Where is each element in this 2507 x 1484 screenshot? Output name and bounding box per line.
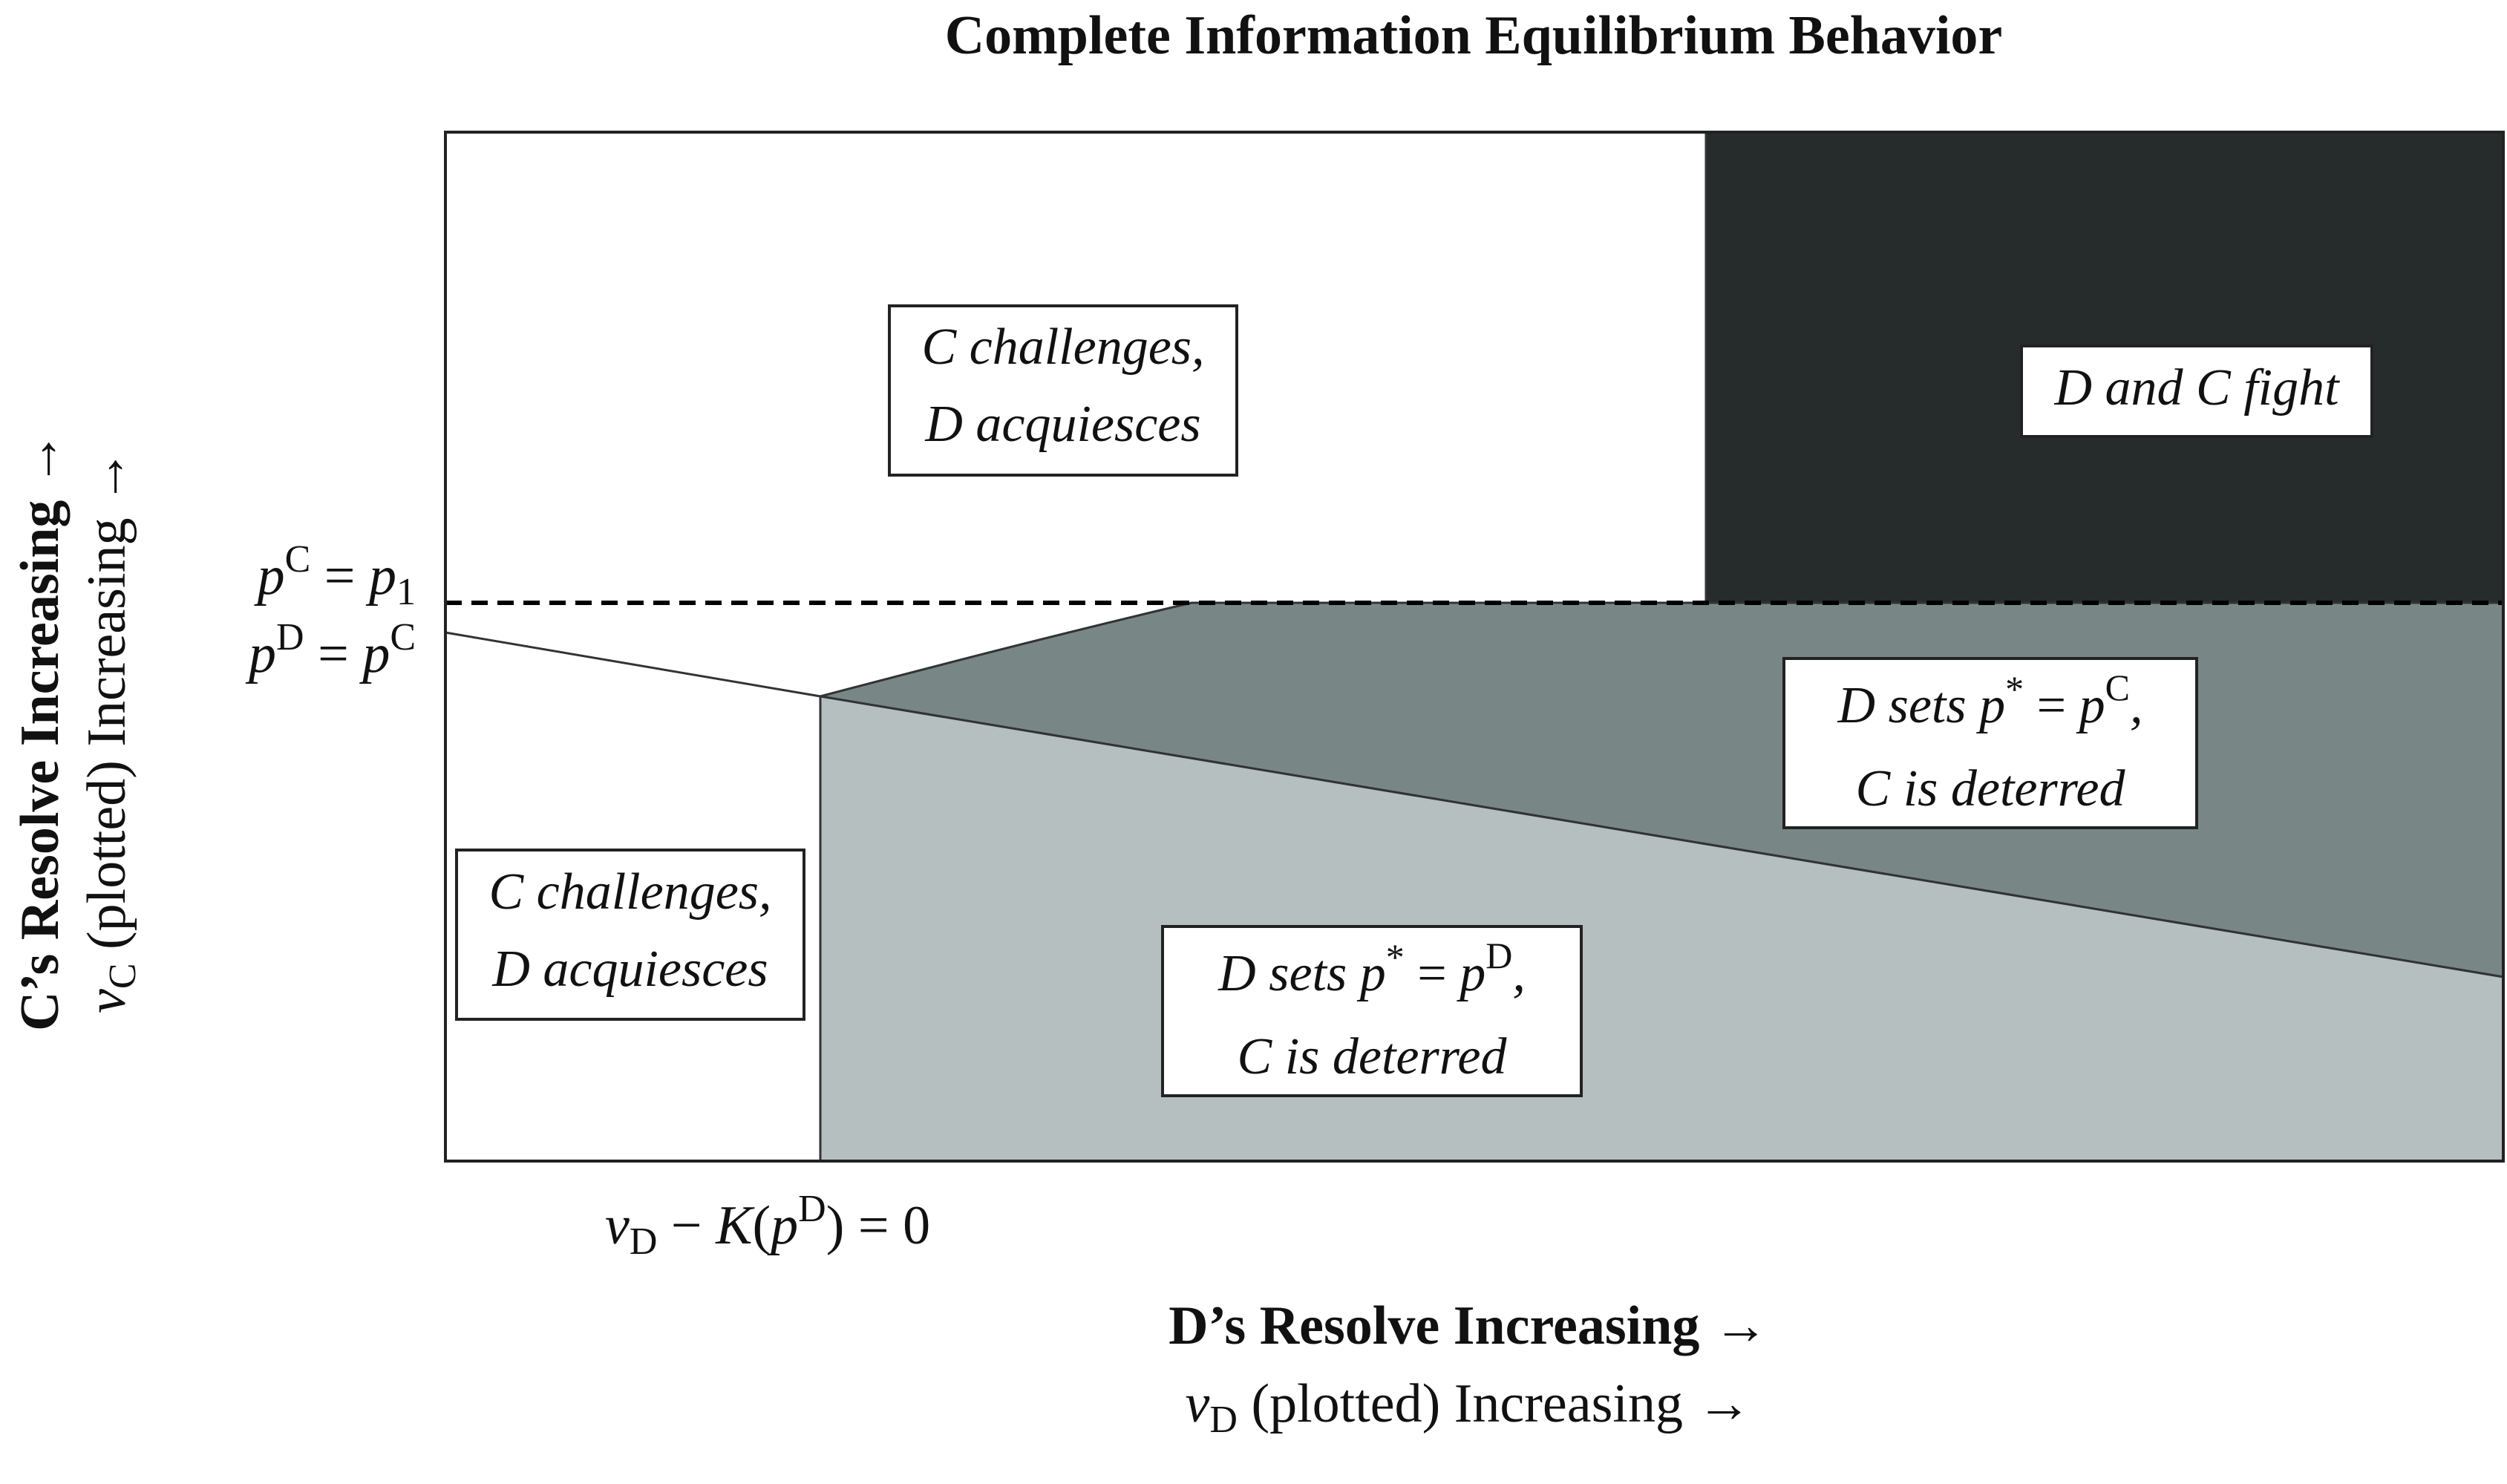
plot-frame bbox=[444, 131, 2505, 1163]
y-axis-subtitle-group: vC (plotted) Increasing → bbox=[76, 449, 144, 1013]
y-axis-title: C’s Resolve Increasing → bbox=[10, 431, 71, 1031]
label-box-top-left: C challenges, D acquiesces bbox=[888, 304, 1238, 477]
label-fight-line1: D and C fight bbox=[2053, 359, 2340, 416]
label-box-deter-pc: D sets p* = pC, C is deterred bbox=[1782, 657, 2198, 829]
label-top-left-line1: C challenges, bbox=[921, 318, 1204, 376]
boundary-label: vD − K(pD) = 0 bbox=[605, 1188, 930, 1263]
diagram-title: Complete Information Equilibrium Behavio… bbox=[945, 5, 2003, 66]
label-box-fight: D and C fight bbox=[2020, 344, 2373, 438]
label-deter-pc-line1: D sets p* = pC, bbox=[1837, 667, 2143, 734]
label-bottom-left-line2: D acquiesces bbox=[491, 941, 768, 998]
y-axis-label-group: C’s Resolve Increasing → bbox=[10, 431, 71, 1031]
label-box-deter-pd: D sets p* = pD, C is deterred bbox=[1161, 925, 1583, 1097]
label-top-left-line2: D acquiesces bbox=[924, 396, 1200, 453]
x-axis-subtitle: vD (plotted) Increasing → bbox=[1186, 1373, 1752, 1441]
y-axis-subtitle: vC (plotted) Increasing → bbox=[76, 449, 144, 1013]
label-deter-pd-line1: D sets p* = pD, bbox=[1217, 935, 1526, 1002]
threshold-label-lower: pD = pC bbox=[245, 616, 416, 684]
label-deter-pd-line2: C is deterred bbox=[1238, 1028, 1508, 1085]
boundary-line-left bbox=[445, 631, 821, 698]
x-axis-title: D’s Resolve Increasing → bbox=[1168, 1295, 1768, 1356]
label-deter-pc-line2: C is deterred bbox=[1856, 760, 2126, 817]
label-box-bottom-left: C challenges, D acquiesces bbox=[455, 849, 805, 1021]
threshold-label-upper: pC = p1 bbox=[254, 538, 416, 613]
label-bottom-left-line1: C challenges, bbox=[488, 863, 771, 921]
